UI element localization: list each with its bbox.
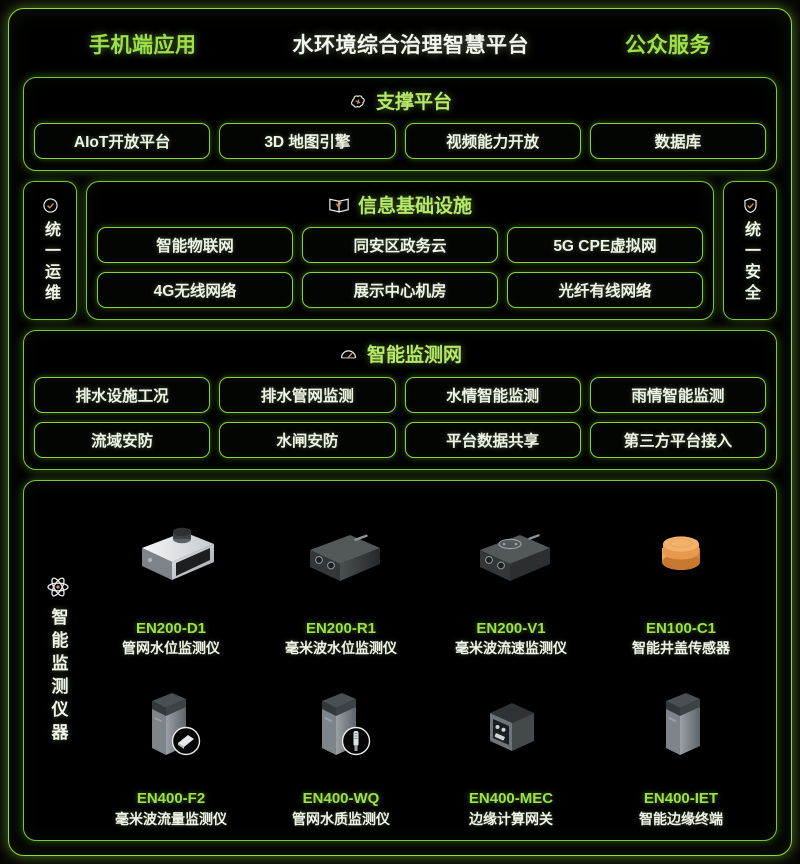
platform-architecture-frame: 手机端应用 水环境综合治理智慧平台 公众服务 支撑平台 AIoT开放平台 3D … [8, 8, 792, 856]
device-model: EN400-WQ [302, 790, 380, 808]
devices-rail: 智能监测仪器 [30, 489, 86, 830]
device-desc: 管网水质监测仪 [292, 810, 390, 827]
device-card-en200-v1[interactable]: EN200-V1 毫米波流速监测仪 [426, 489, 596, 660]
device-desc: 毫米波流速监测仪 [455, 640, 567, 657]
support-platform-title-row: 支撑平台 [34, 87, 766, 114]
smart-monitor-net-title-row: 智能监测网 [34, 340, 766, 367]
device-image-orange-cap [596, 489, 766, 619]
chip-drainage-pipe-monitor[interactable]: 排水管网监测 [219, 377, 396, 413]
chip-exhibition-datacenter[interactable]: 展示中心机房 [302, 272, 498, 308]
gauge-icon [338, 343, 359, 364]
chip-basin-security[interactable]: 流域安防 [34, 422, 211, 458]
chip-5g-cpe-vnet[interactable]: 5G CPE虚拟网 [507, 227, 703, 263]
device-card-en200-d1[interactable]: EN200-D1 管网水位监测仪 [86, 489, 256, 660]
left-rail-unified-ops: 统一运维 [23, 181, 77, 320]
support-platform-chip-row: AIoT开放平台 3D 地图引擎 视频能力开放 数据库 [34, 123, 766, 159]
device-model: EN400-F2 [136, 790, 206, 808]
device-card-en400-mec[interactable]: EN400-MEC 边缘计算网关 [426, 660, 596, 831]
header-titles: 手机端应用 水环境综合治理智慧平台 公众服务 [23, 21, 777, 67]
smart-monitor-chip-row-1: 排水设施工况 排水管网监测 水情智能监测 雨情智能监测 [34, 377, 766, 413]
infrastructure-band: 统一运维 信息基础设施 智能物联网 同安区政务云 [23, 181, 777, 320]
device-desc: 边缘计算网关 [469, 810, 553, 827]
open-book-icon [328, 195, 350, 215]
device-image-box-wide-light [86, 489, 256, 619]
header-right-title: 公众服务 [625, 34, 711, 57]
smart-monitor-chip-row-2: 流域安防 水闸安防 平台数据共享 第三方平台接入 [34, 422, 766, 458]
device-card-en400-wq[interactable]: EN400-WQ 管网水质监测仪 [256, 660, 426, 831]
device-image-tower-plain [596, 660, 766, 790]
device-model: EN200-R1 [305, 619, 377, 637]
cloud-icon [348, 91, 368, 111]
device-desc: 毫米波水位监测仪 [285, 640, 397, 657]
chip-tongan-gov-cloud[interactable]: 同安区政务云 [302, 227, 498, 263]
devices-rail-label: 智能监测仪器 [48, 607, 68, 746]
device-card-en100-c1[interactable]: EN100-C1 智能井盖传感器 [596, 489, 766, 660]
monitoring-devices-section: 智能监测仪器 [23, 480, 777, 841]
chip-sluice-security[interactable]: 水闸安防 [219, 422, 396, 458]
chip-aiot-platform[interactable]: AIoT开放平台 [34, 123, 211, 159]
smart-monitor-net-title: 智能监测网 [366, 345, 462, 366]
support-platform-section: 支撑平台 AIoT开放平台 3D 地图引擎 视频能力开放 数据库 [23, 77, 777, 171]
chip-smart-iot[interactable]: 智能物联网 [97, 227, 293, 263]
devices-grid: EN200-D1 管网水位监测仪 [86, 489, 766, 830]
chip-database[interactable]: 数据库 [589, 123, 766, 159]
chip-3d-map-engine[interactable]: 3D 地图引擎 [219, 123, 396, 159]
info-infrastructure-chip-row-1: 智能物联网 同安区政务云 5G CPE虚拟网 [97, 227, 703, 263]
device-desc: 智能井盖传感器 [632, 640, 730, 657]
info-infrastructure-title: 信息基础设施 [357, 196, 472, 217]
smart-monitor-net-section: 智能监测网 排水设施工况 排水管网监测 水情智能监测 雨情智能监测 流域安防 水… [23, 330, 777, 470]
header-left-title: 手机端应用 [89, 34, 197, 57]
device-card-en200-r1[interactable]: EN200-R1 毫米波水位监测仪 [256, 489, 426, 660]
chip-rain-regime-monitor[interactable]: 雨情智能监测 [589, 377, 766, 413]
chip-fiber-wired[interactable]: 光纤有线网络 [507, 272, 703, 308]
device-image-box-dark-dial [426, 489, 596, 619]
atom-icon [45, 574, 71, 600]
header-center-title: 水环境综合治理智慧平台 [292, 34, 529, 57]
info-infrastructure-title-row: 信息基础设施 [97, 191, 703, 218]
device-image-cube-gateway [426, 660, 596, 790]
shield-check-icon [741, 196, 760, 215]
device-card-en400-iet[interactable]: EN400-IET 智能边缘终端 [596, 660, 766, 831]
chip-4g-wireless[interactable]: 4G无线网络 [97, 272, 293, 308]
chip-drainage-facility-status[interactable]: 排水设施工况 [34, 377, 211, 413]
device-image-tower-with-badge [86, 660, 256, 790]
device-model: EN200-D1 [135, 619, 207, 637]
device-model: EN200-V1 [476, 619, 546, 637]
support-platform-title: 支撑平台 [375, 92, 452, 113]
check-circle-icon [41, 196, 60, 215]
info-infrastructure-chip-row-2: 4G无线网络 展示中心机房 光纤有线网络 [97, 272, 703, 308]
device-image-box-dark-ports [256, 489, 426, 619]
chip-platform-data-sharing[interactable]: 平台数据共享 [404, 422, 581, 458]
right-rail-unified-security: 统一安全 [723, 181, 777, 320]
left-rail-label: 统一运维 [42, 221, 59, 305]
chip-third-party-access[interactable]: 第三方平台接入 [589, 422, 766, 458]
device-model: EN400-IET [643, 790, 719, 808]
device-card-en400-f2[interactable]: EN400-F2 毫米波流量监测仪 [86, 660, 256, 831]
device-desc: 管网水位监测仪 [122, 640, 220, 657]
chip-water-regime-monitor[interactable]: 水情智能监测 [404, 377, 581, 413]
right-rail-label: 统一安全 [742, 221, 759, 305]
device-image-tower-with-probe [256, 660, 426, 790]
device-model: EN400-MEC [468, 790, 554, 808]
device-desc: 毫米波流量监测仪 [115, 810, 227, 827]
device-model: EN100-C1 [645, 619, 717, 637]
device-desc: 智能边缘终端 [639, 810, 723, 827]
chip-video-capability[interactable]: 视频能力开放 [404, 123, 581, 159]
info-infrastructure-section: 信息基础设施 智能物联网 同安区政务云 5G CPE虚拟网 4G无线网络 展示中… [86, 181, 714, 320]
